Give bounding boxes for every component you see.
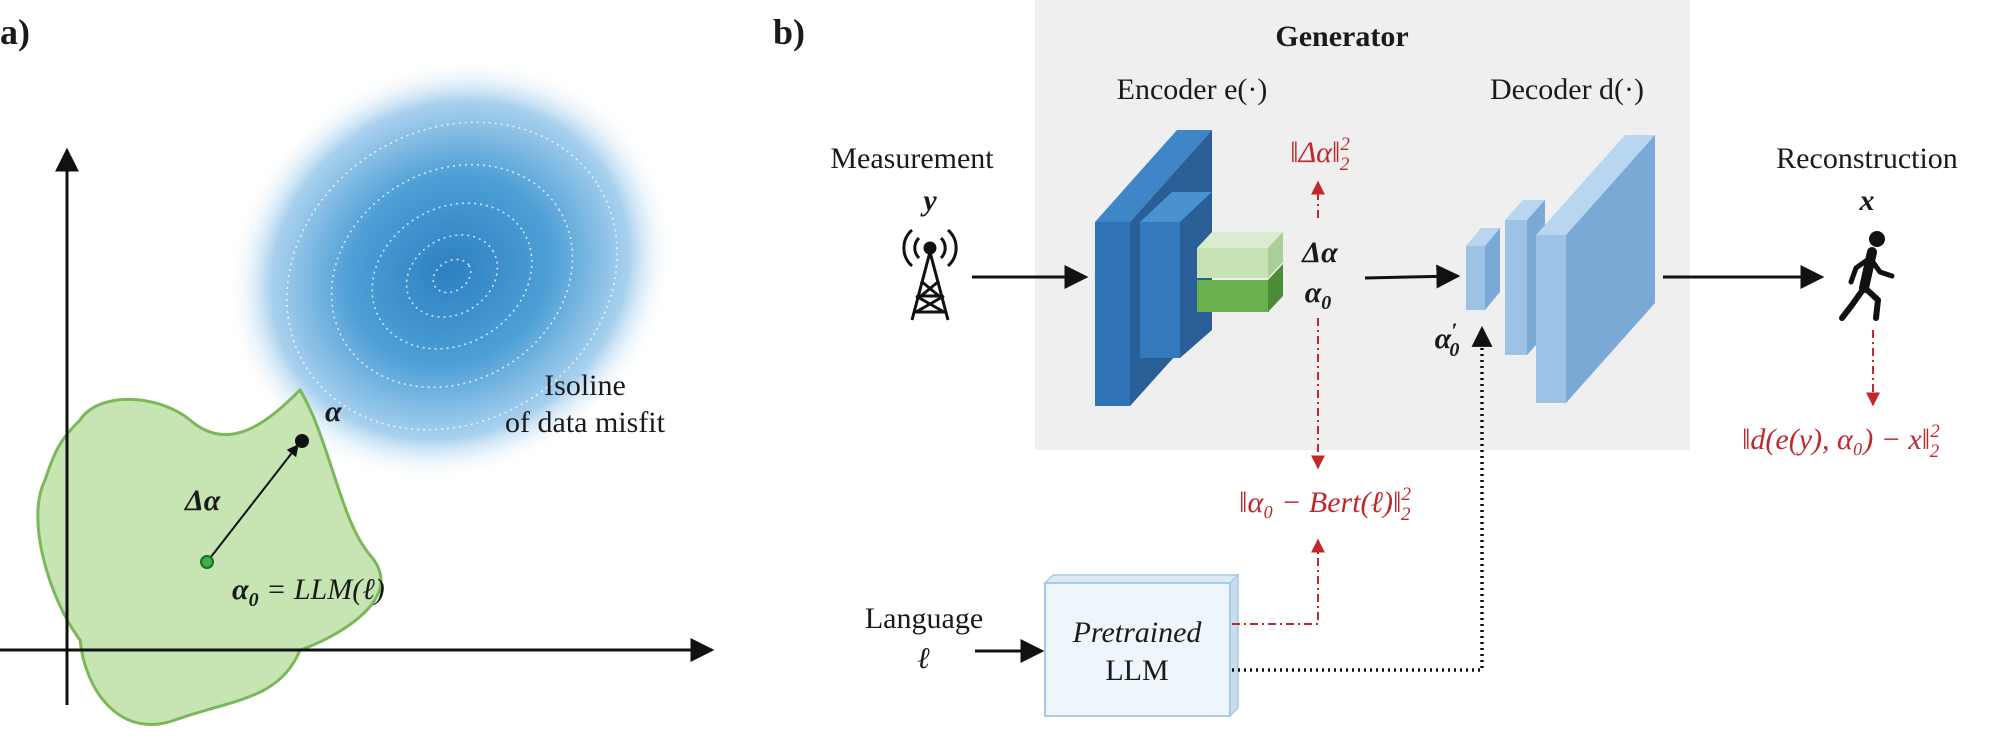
decoder-label: Decoder d(·) bbox=[1490, 73, 1644, 106]
reconstruction-symbol: x bbox=[1859, 184, 1875, 217]
language-label: Language bbox=[865, 602, 983, 635]
panel-b: b) Generator Encoder e(·) Decoder d(·) M… bbox=[773, 0, 1958, 718]
alpha0-equation: α0 = LLM(ℓ) bbox=[232, 573, 385, 611]
decoder-input-label: α′0 bbox=[1435, 318, 1460, 361]
delta-alpha-arrow bbox=[206, 444, 299, 563]
isoline-label-line2: of data misfit bbox=[505, 406, 666, 439]
isoline-label-line1: Isoline bbox=[544, 369, 626, 402]
decoder-block bbox=[1466, 135, 1655, 403]
latent-block bbox=[1197, 232, 1283, 312]
latent-alpha0-label: α0 bbox=[1305, 276, 1332, 314]
delta-alpha-label: Δα bbox=[184, 484, 221, 517]
antenna-icon bbox=[902, 228, 958, 321]
encoder-to-decoder-arrow bbox=[1364, 264, 1461, 289]
llm-label-line1: Pretrained bbox=[1072, 616, 1203, 649]
panel-a-label: a) bbox=[0, 12, 30, 52]
llm-box bbox=[1043, 573, 1240, 718]
alpha-point bbox=[295, 434, 309, 448]
measurement-label: Measurement bbox=[830, 142, 994, 175]
encoder-label: Encoder e(·) bbox=[1117, 73, 1268, 106]
alpha-label: α bbox=[325, 395, 342, 428]
panel-b-label: b) bbox=[773, 12, 805, 52]
latent-delta-label: Δα bbox=[1301, 236, 1338, 269]
panel-a: a) α Δα α0 = LLM(ℓ) Isoline of data bbox=[0, 12, 715, 726]
encoder-block bbox=[1095, 130, 1212, 406]
alpha0-point bbox=[200, 555, 214, 569]
llm-label-line2: LLM bbox=[1105, 654, 1168, 687]
language-symbol: ℓ bbox=[918, 642, 931, 675]
misfit-contours bbox=[225, 58, 675, 482]
walking-person-icon bbox=[1839, 231, 1895, 321]
llm-to-bert-arrow bbox=[1232, 538, 1325, 625]
reconstruction-label: Reconstruction bbox=[1776, 142, 1958, 175]
measurement-symbol: y bbox=[920, 184, 937, 217]
generator-title: Generator bbox=[1275, 20, 1408, 53]
